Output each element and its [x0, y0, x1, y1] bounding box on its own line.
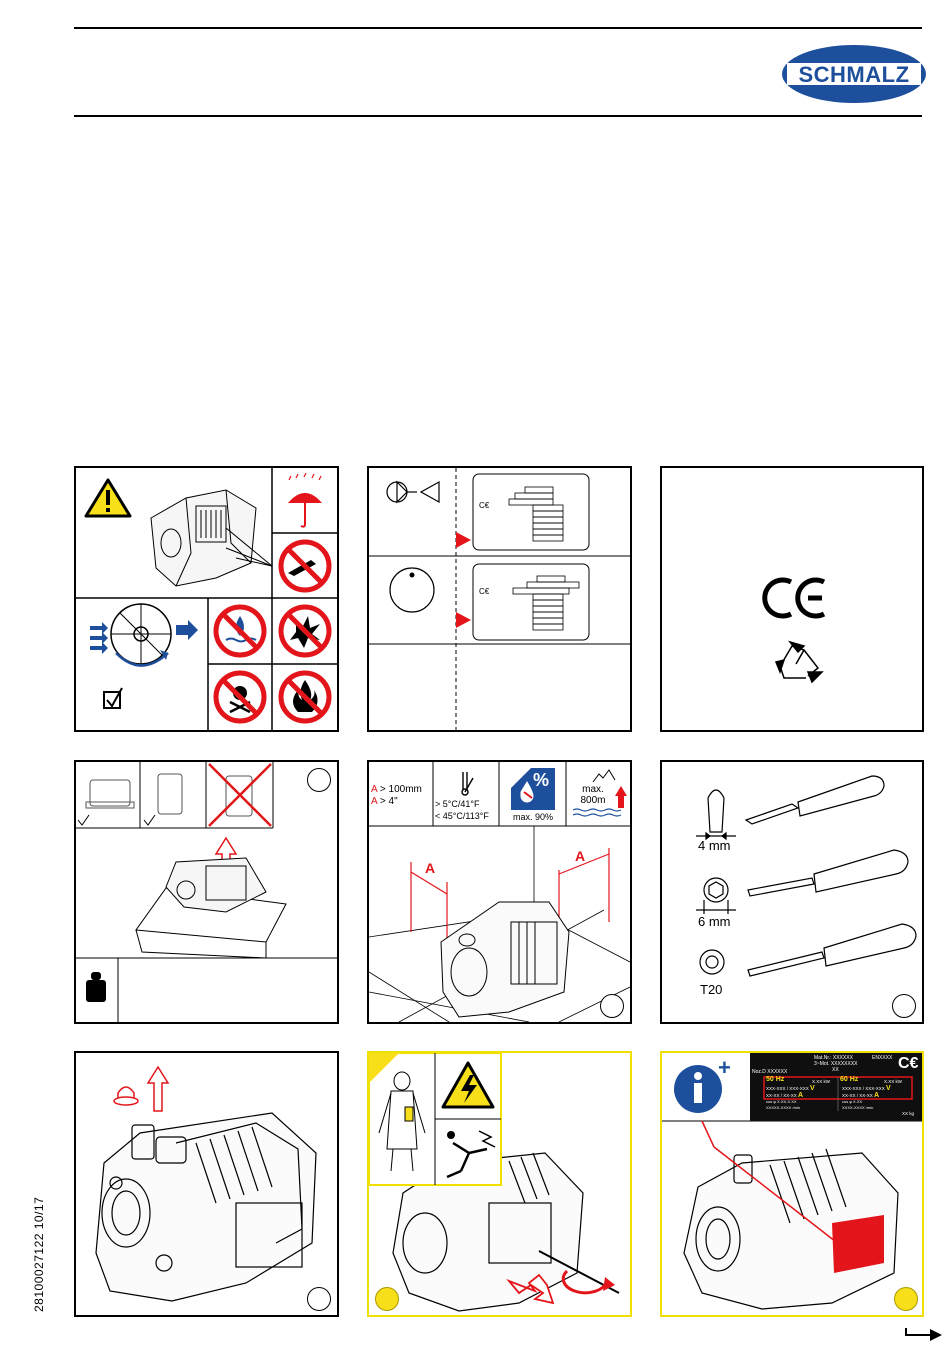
tool-torx-size: T20 [700, 982, 723, 997]
plate-rpm-50: XXXXX-XXXX /min [766, 1105, 801, 1110]
document-number: 28100027122 10/17 [32, 1196, 46, 1312]
plate-xx: XX [832, 1067, 839, 1073]
plate-nozd: Noz.D XXXXXX [752, 1069, 788, 1075]
distance-label-1: A [371, 784, 378, 795]
plate-cos-60: cos φ X.XX [842, 1099, 863, 1104]
tool-flat-blade-size: 4 mm [698, 838, 731, 853]
distance-inch: > 4" [379, 796, 398, 807]
dimension-a-right: A [575, 848, 586, 864]
no-cutting-icon [278, 539, 332, 593]
plate-kw-60: X.XX kW [884, 1079, 903, 1084]
panel-safety-symbols [74, 466, 339, 732]
panel-transport [74, 760, 339, 1024]
plate-matnr: Mat.Nr.: XXXXXX [814, 1055, 853, 1061]
step-circle [307, 768, 331, 792]
plate-voltage-60: XXX-XXX / XXX-XXX V [842, 1085, 891, 1092]
temp-min: > 5°C/41°F [435, 799, 480, 809]
step-circle [307, 1287, 331, 1311]
plate-50hz: 50 Hz [766, 1076, 785, 1083]
plate-current-60: XX-XX / XX-XX A [842, 1092, 880, 1099]
panel-type-plates: C€ C€ [367, 466, 632, 732]
ce-label-icon: C€ [456, 473, 590, 551]
weight-icon [86, 972, 106, 1002]
plate-kw-50: X.XX kW [812, 1079, 831, 1084]
plate-60hz: 60 Hz [840, 1076, 859, 1083]
plate-motnr: 3~Mot. XXXXXXXX [814, 1061, 858, 1067]
step-circle [892, 994, 916, 1018]
info-plus: + [718, 1055, 731, 1080]
altitude-value: 800m [580, 795, 606, 806]
svg-text:C€: C€ [479, 501, 490, 510]
umbrella-rain-icon [288, 472, 322, 528]
step-circle-yellow [375, 1287, 399, 1311]
pump-rotation-icon [90, 603, 198, 667]
panel-remove-cap [74, 1051, 339, 1317]
vacuum-pump-symbol [386, 480, 440, 504]
distance-mm: > 100mm [379, 784, 422, 795]
no-toxic-icon [213, 670, 267, 724]
recycle-icon [774, 640, 824, 684]
step-circle [600, 994, 624, 1018]
svg-text:C€: C€ [479, 587, 490, 596]
no-water-icon [213, 604, 267, 658]
plate-rpm-60: XXXX-XXXX /min [842, 1105, 874, 1110]
dimension-a-left: A [425, 860, 436, 876]
pressure-gauge-symbol [389, 567, 435, 613]
plate-weight: XX kg [902, 1111, 915, 1116]
schmalz-logo: SCHMALZ [781, 44, 927, 104]
panel-electrical-safety [367, 1051, 632, 1317]
plate-current-50: XX-XX / XX-XX A [766, 1092, 804, 1099]
humidity-symbol: % [533, 770, 550, 790]
header-top-rule [74, 27, 922, 29]
altitude-max: max. [582, 784, 604, 795]
panel-type-plate-info: + C€ Mat.Nr.: XXXXXX ENXXXX 3~Mot. XXXXX… [660, 1051, 924, 1317]
tool-hex-size: 6 mm [698, 914, 731, 929]
no-fire-icon [278, 670, 332, 724]
plate-en: ENXXXX [872, 1055, 893, 1061]
ce-mark-icon [762, 577, 826, 619]
electrical-warning-icon [441, 1061, 495, 1109]
no-explosion-icon [278, 604, 332, 658]
step-circle-yellow [894, 1287, 918, 1311]
panel-installation-conditions: A > 100mm A > 4" > 5°C/41°F < 45°C/113°F… [367, 760, 632, 1024]
temp-max: < 45°C/113°F [435, 811, 489, 821]
panel-ce-recycling [660, 466, 924, 732]
humidity-label: max. 90% [512, 812, 554, 822]
checkbox-icon [103, 687, 123, 709]
distance-label-2: A [371, 796, 378, 807]
warning-icon [84, 478, 132, 518]
info-icon [674, 1065, 722, 1113]
plate-voltage-50: XXX-XXX / XXX-XXX V [766, 1085, 815, 1092]
brand-wordmark: SCHMALZ [798, 62, 910, 87]
plate-ce-mark: C€ [898, 1055, 919, 1072]
header-bottom-rule [74, 115, 922, 117]
panel-tools: 4 mm 6 mm T20 [660, 760, 924, 1024]
next-page-arrow-icon [904, 1326, 944, 1342]
plate-cos-50: cos φ X.XX-X.XX [766, 1099, 797, 1104]
